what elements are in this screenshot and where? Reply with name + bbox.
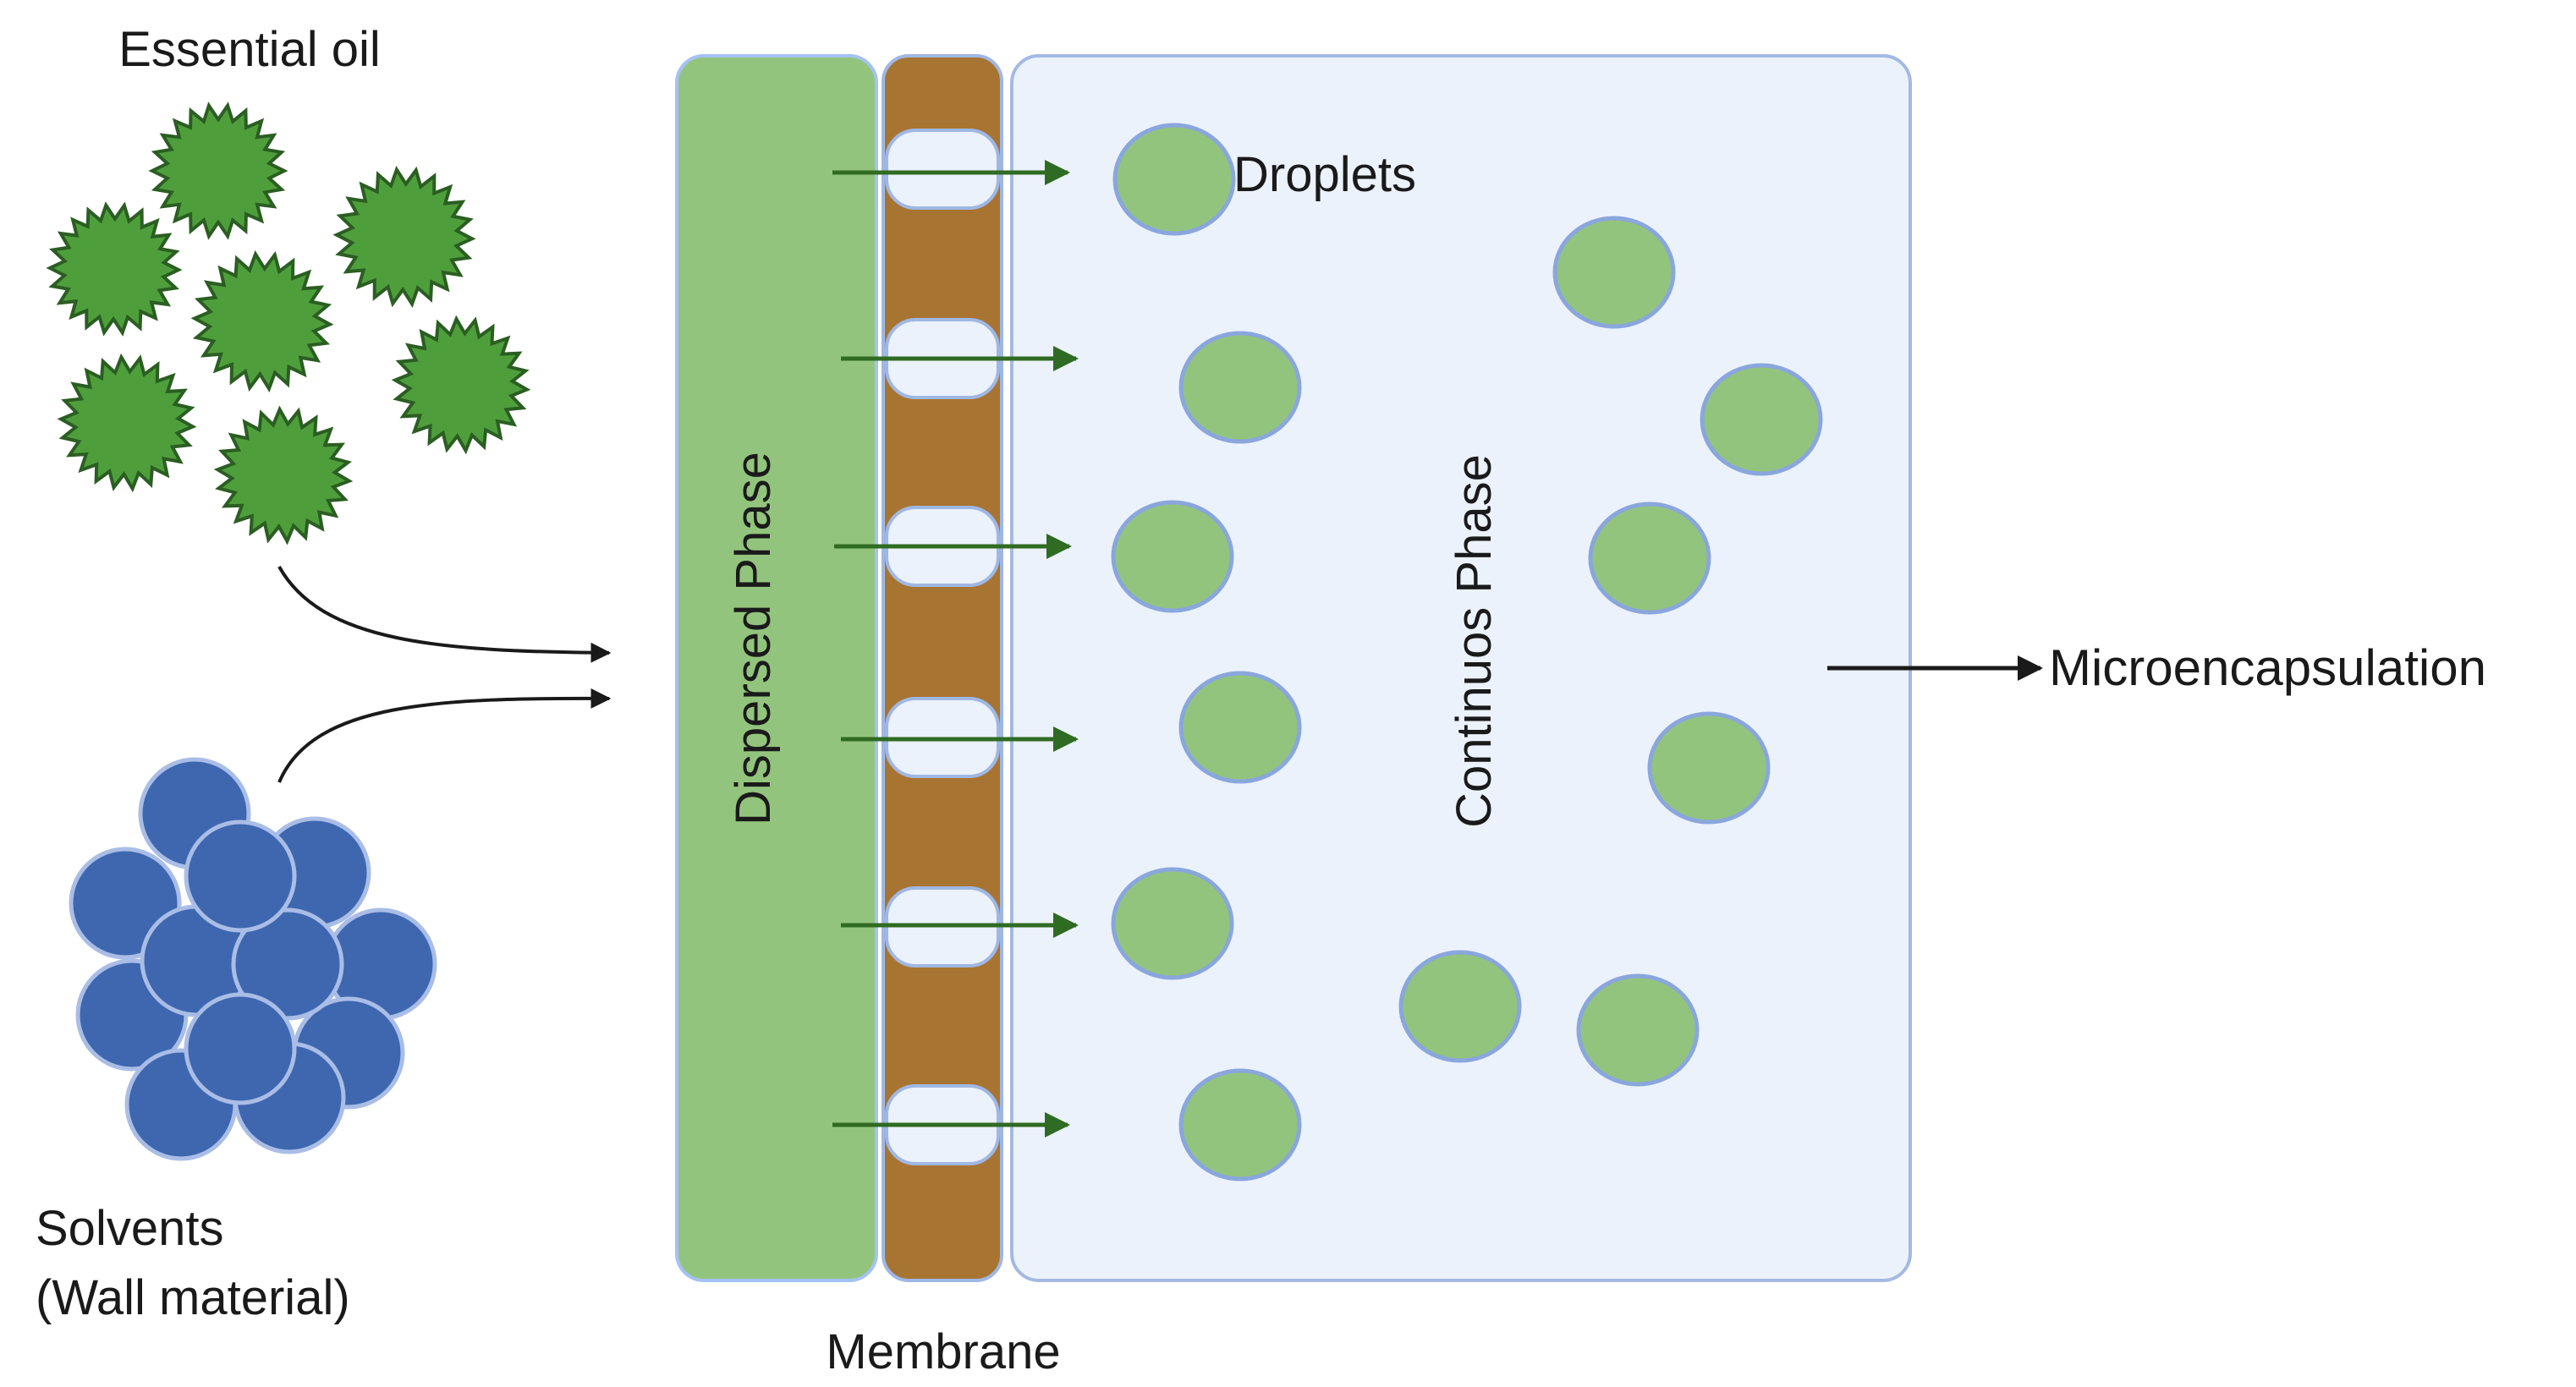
membrane-pore <box>885 129 1000 210</box>
droplet <box>1552 216 1676 329</box>
droplet <box>1576 973 1700 1087</box>
droplet <box>1178 331 1302 444</box>
droplet <box>1111 500 1234 613</box>
solvent-cluster-icon <box>69 757 437 1161</box>
essential-oil-particle <box>332 165 476 309</box>
droplets <box>1111 123 1823 1181</box>
essential-oil-particle <box>391 315 531 455</box>
membrane-label: Membrane <box>826 1324 1060 1379</box>
droplet <box>1111 867 1234 980</box>
continuous-phase-label: Continuos Phase <box>1447 454 1502 828</box>
droplet <box>1647 711 1771 825</box>
wall-material-label: (Wall material) <box>36 1270 350 1325</box>
microencapsulation-label: Microencapsulation <box>2049 639 2486 696</box>
flow-arrows <box>832 160 1079 1138</box>
solvent-particle <box>231 907 344 1021</box>
essential-oil-input-arrow <box>277 566 612 663</box>
droplet <box>1178 671 1302 784</box>
essential-oil-label: Essential oil <box>118 22 380 77</box>
solvent-particle <box>184 820 297 933</box>
dispersed-phase-label: Dispersed Phase <box>726 452 781 825</box>
solvents-label: Solvents <box>36 1201 223 1256</box>
droplet <box>1178 1068 1302 1181</box>
droplet <box>1700 363 1823 476</box>
essential-oil-cluster-icon <box>46 101 531 545</box>
essential-oil-particle <box>57 353 197 493</box>
dispersed-phase-panel <box>675 54 878 1282</box>
solvent-particle <box>184 992 297 1105</box>
droplet <box>1112 123 1236 236</box>
essential-oil-particle <box>190 249 334 393</box>
droplet <box>1398 950 1522 1063</box>
droplets-label: Droplets <box>1233 147 1416 202</box>
solvent-input-arrow <box>277 688 612 783</box>
essential-oil-particle <box>213 405 354 545</box>
droplet <box>1588 502 1711 615</box>
essential-oil-particle <box>46 201 183 337</box>
essential-oil-particle <box>148 101 288 240</box>
